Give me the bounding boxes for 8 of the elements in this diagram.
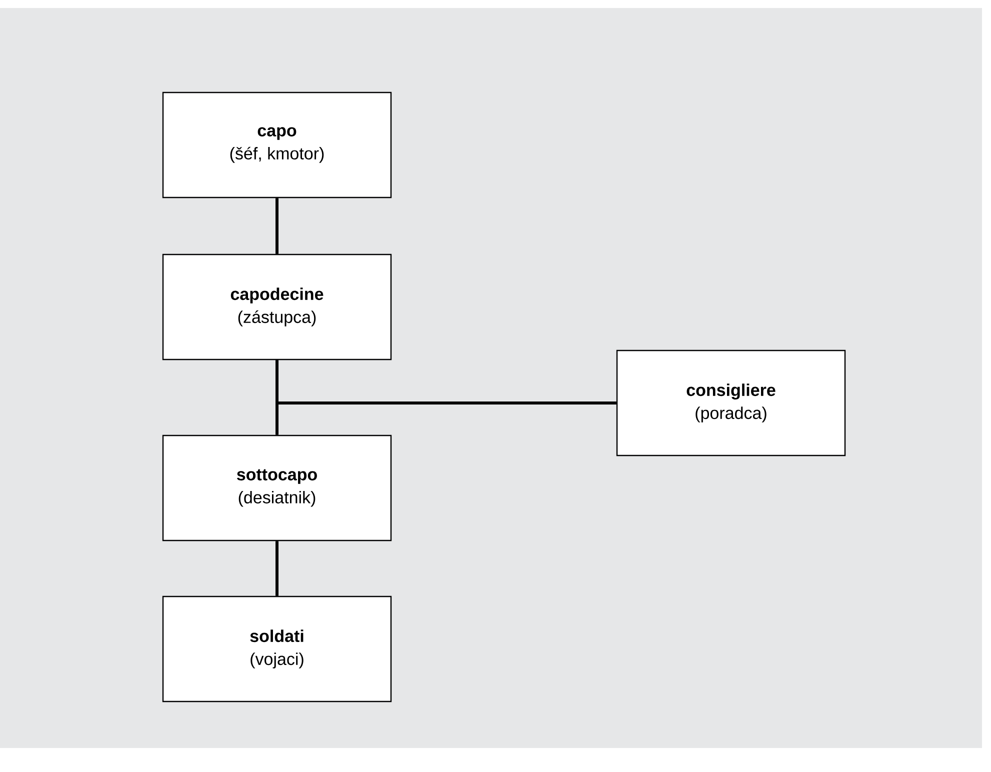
connector-line (276, 360, 616, 404)
role-box: sottocapo (desiatnik) (162, 434, 392, 542)
role-box: soldati (vojaci) (162, 596, 392, 702)
connector-line (276, 198, 278, 254)
connector-line (276, 541, 278, 596)
role-box: capodecine (zástupca) (162, 254, 392, 360)
role-box: consigliere (poradca) (616, 350, 846, 456)
role-box: capo (šéf, kmotor) (162, 92, 392, 198)
